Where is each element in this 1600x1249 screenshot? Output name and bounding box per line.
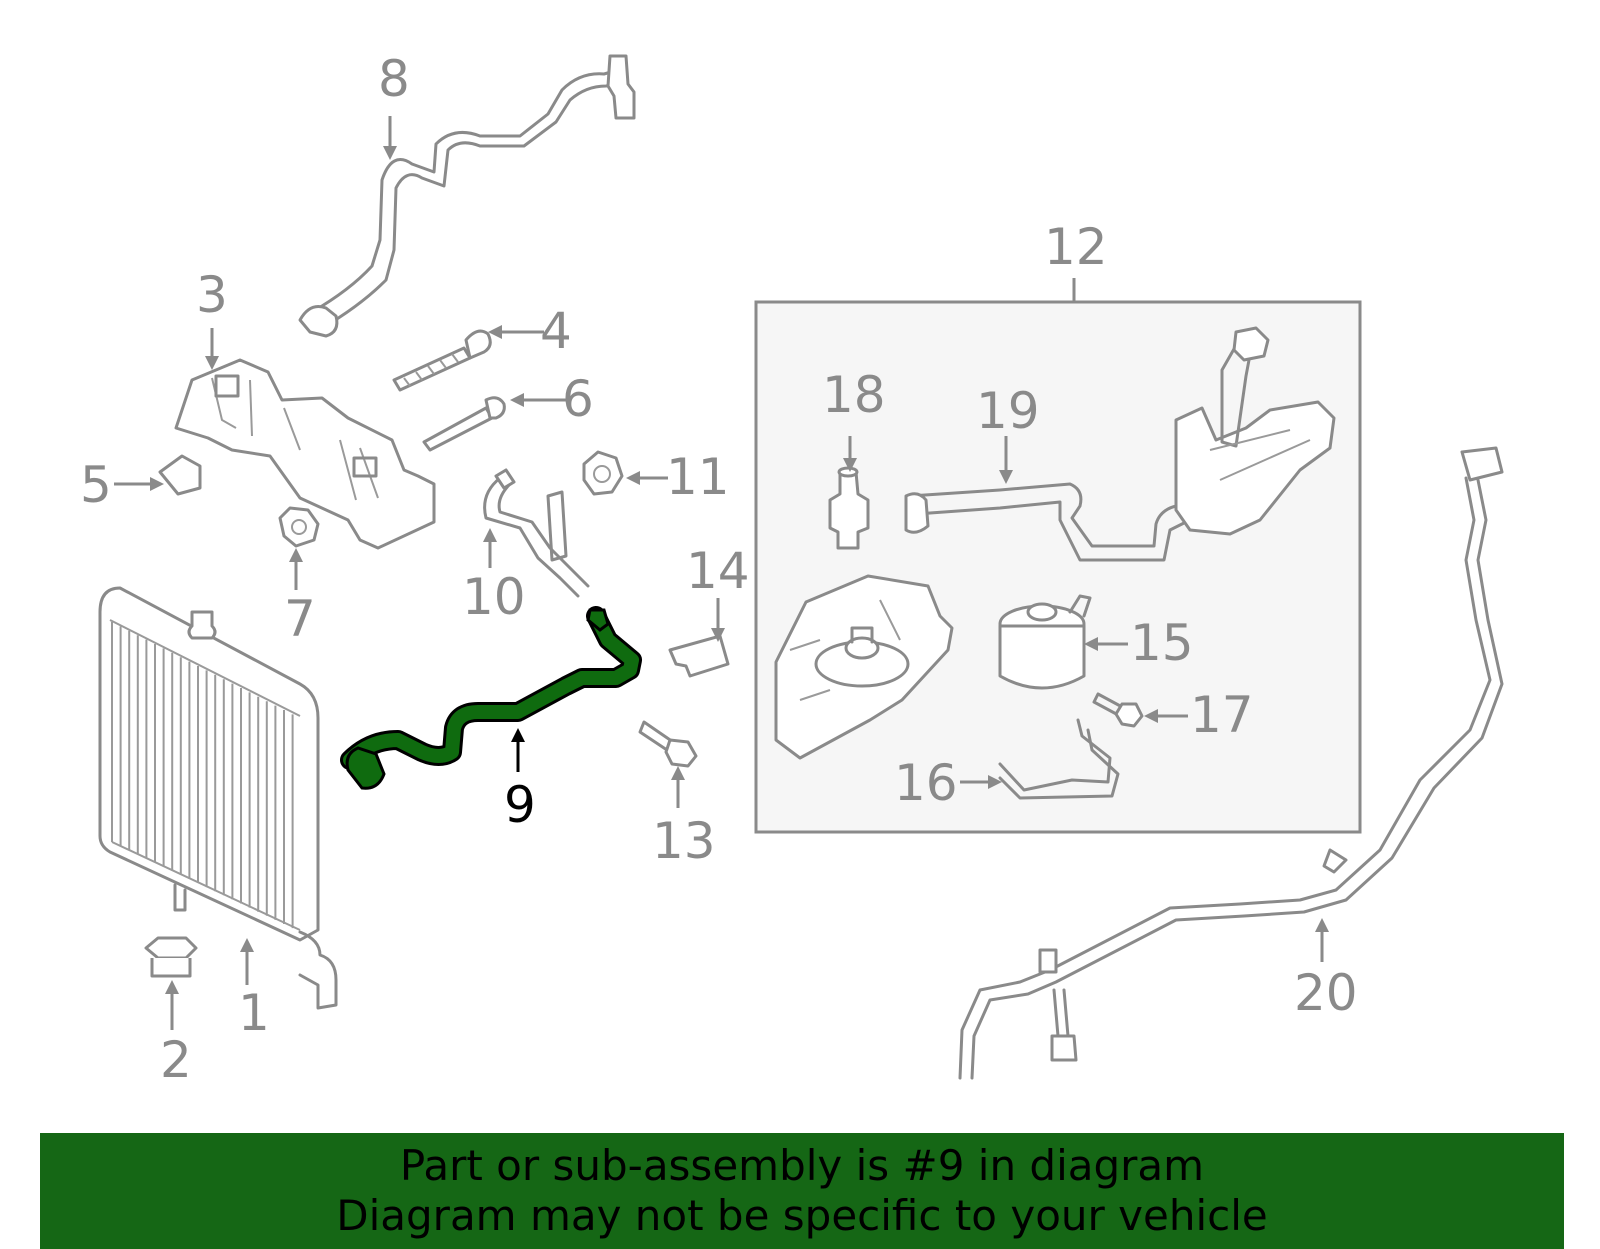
bracket-part-14 [668,634,730,678]
callout-3: 3 [196,266,228,324]
bracket-part-16 [998,718,1120,800]
nut-part-11 [582,450,624,496]
hose-part-9-highlighted [340,606,642,790]
callout-12: 12 [1044,218,1108,276]
leader-arrows [114,116,1329,1030]
callout-13: 13 [652,812,716,870]
footer-line-2: Diagram may not be specific to your vehi… [336,1191,1268,1240]
callout-6: 6 [562,370,594,428]
callout-5: 5 [80,456,112,514]
bolt-part-17 [1092,692,1144,728]
hose-part-19 [904,326,1336,562]
callout-18: 18 [822,366,886,424]
wiring-harness-part-20 [958,446,1504,1080]
nut-part-7 [278,506,320,548]
callout-8: 8 [378,50,410,108]
hose-part-10 [483,468,590,598]
bolt-part-4 [392,329,492,392]
callout-11: 11 [666,448,730,506]
callout-1: 1 [238,984,270,1042]
radiator-part [98,586,338,1010]
callout-10: 10 [462,568,526,626]
pump-part-15 [998,594,1092,690]
callout-20: 20 [1294,964,1358,1022]
callout-9: 9 [504,776,536,834]
callout-17: 17 [1190,686,1254,744]
footer-line-1: Part or sub-assembly is #9 in diagram [399,1141,1205,1190]
clip-part-2 [144,936,198,978]
clip-part-5 [158,454,202,496]
subassembly-box-12 [754,300,1362,834]
hose-part-8 [298,54,636,338]
callout-14: 14 [686,542,750,600]
callout-15: 15 [1130,614,1194,672]
bracket-part-3 [174,358,436,550]
callout-labels: 1 2 3 4 5 6 7 8 9 10 11 12 13 14 15 16 1… [80,50,1358,1089]
callout-4: 4 [540,302,572,360]
callout-19: 19 [976,382,1040,440]
callout-16: 16 [894,754,958,812]
bolt-part-13 [638,720,698,768]
callout-7: 7 [284,590,316,648]
footer-banner: Part or sub-assembly is #9 in diagram Di… [40,1133,1564,1249]
bolt-part-6 [422,396,506,452]
water-pump-block [774,574,954,760]
callout-2: 2 [160,1031,192,1089]
